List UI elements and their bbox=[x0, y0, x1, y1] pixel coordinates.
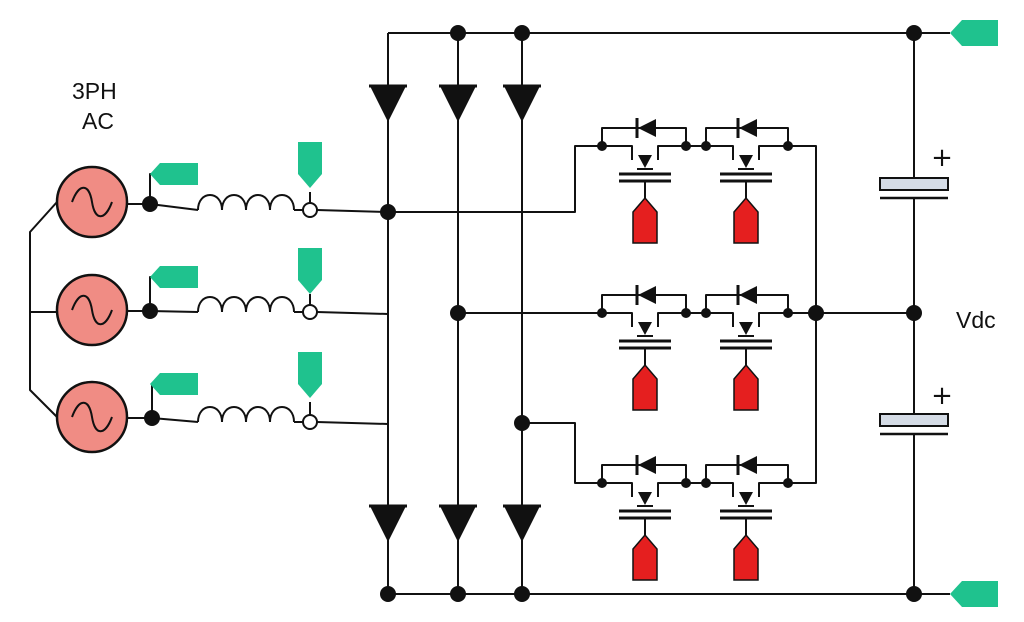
switch-wire bbox=[706, 145, 734, 160]
switch-wire bbox=[706, 482, 734, 497]
capacitor-polarity-mark: + bbox=[931, 143, 953, 173]
phase-c-tap bbox=[522, 422, 602, 484]
components: ++ bbox=[55, 20, 998, 607]
inductor-icon bbox=[197, 194, 295, 211]
gate-drive-icon bbox=[632, 363, 658, 411]
diode-icon bbox=[739, 119, 757, 137]
gate-drive-icon bbox=[733, 533, 759, 581]
junction-dot bbox=[144, 410, 160, 426]
dc-sense-tag-icon bbox=[950, 20, 998, 46]
diode-icon bbox=[504, 86, 540, 122]
junction-dot bbox=[906, 586, 922, 602]
gate-drive-icon bbox=[632, 533, 658, 581]
sense-tag-icon bbox=[298, 142, 322, 188]
body-diode-icon bbox=[739, 492, 753, 505]
sense-tag-icon bbox=[298, 248, 322, 294]
phase-wire bbox=[149, 203, 199, 211]
junction-dot bbox=[380, 586, 396, 602]
junction-dot bbox=[597, 308, 607, 318]
diode-icon bbox=[638, 119, 656, 137]
sine-wave-icon bbox=[71, 186, 113, 218]
gate-drive-icon bbox=[632, 196, 658, 244]
junction-dot bbox=[681, 141, 691, 151]
switch-wire bbox=[758, 145, 788, 160]
phase-a-tap bbox=[388, 145, 602, 213]
sine-wave-icon bbox=[71, 294, 113, 326]
sense-node bbox=[302, 202, 318, 218]
dc-sense-tag-icon bbox=[950, 581, 998, 607]
gate-drive-icon bbox=[733, 363, 759, 411]
phase-wire bbox=[316, 421, 389, 425]
diode-icon bbox=[440, 86, 476, 122]
junction-dot bbox=[450, 586, 466, 602]
switch-wire bbox=[602, 145, 633, 160]
junction-dot bbox=[142, 196, 158, 212]
diode-icon bbox=[370, 506, 406, 542]
sense-tag-icon bbox=[150, 266, 198, 288]
junction-dot bbox=[701, 141, 711, 151]
switch-wire bbox=[602, 312, 633, 327]
inductor-icon bbox=[197, 296, 295, 313]
junction-dot bbox=[783, 141, 793, 151]
switch-wire bbox=[657, 482, 686, 497]
sense-node bbox=[302, 304, 318, 320]
junction-dot bbox=[701, 478, 711, 488]
junction-dot bbox=[514, 415, 530, 431]
sense-tag-icon bbox=[150, 163, 198, 185]
gate-drive-icon bbox=[733, 196, 759, 244]
capacitor-plate bbox=[879, 413, 949, 427]
body-diode-icon bbox=[638, 322, 652, 335]
junction-dot bbox=[783, 308, 793, 318]
source-label-line2: AC bbox=[82, 108, 114, 134]
capacitor-plate bbox=[879, 177, 949, 191]
junction-dot bbox=[597, 141, 607, 151]
sense-node bbox=[302, 414, 318, 430]
sense-tag-icon bbox=[298, 352, 322, 398]
junction-dot bbox=[681, 478, 691, 488]
junction-dot bbox=[597, 478, 607, 488]
wires bbox=[29, 32, 950, 595]
body-diode-icon bbox=[739, 155, 753, 168]
diode-icon bbox=[739, 456, 757, 474]
diode-icon bbox=[739, 286, 757, 304]
junction-dot bbox=[380, 204, 396, 220]
diode-icon bbox=[504, 506, 540, 542]
switch-wire bbox=[657, 145, 686, 160]
source-label-line1: 3PH bbox=[72, 78, 117, 104]
diode-icon bbox=[638, 456, 656, 474]
sense-tag-icon bbox=[150, 373, 198, 395]
neutral-wire bbox=[29, 201, 58, 418]
body-diode-icon bbox=[638, 492, 652, 505]
sine-wave-icon bbox=[71, 401, 113, 433]
vdc-label: Vdc bbox=[956, 307, 996, 333]
junction-dot bbox=[514, 25, 530, 41]
junction-dot bbox=[450, 25, 466, 41]
junction-dot bbox=[681, 308, 691, 318]
junction-dot bbox=[701, 308, 711, 318]
phase-wire bbox=[149, 310, 199, 313]
switch-wire bbox=[758, 482, 788, 497]
diode-icon bbox=[370, 86, 406, 122]
phase-wire bbox=[316, 209, 389, 213]
inductor-icon bbox=[197, 406, 295, 423]
diode-icon bbox=[440, 506, 476, 542]
body-diode-icon bbox=[739, 322, 753, 335]
phase-wire bbox=[316, 311, 389, 315]
capacitor-polarity-mark: + bbox=[931, 381, 953, 411]
body-diode-icon bbox=[638, 155, 652, 168]
junction-dot bbox=[142, 303, 158, 319]
junction-dot bbox=[808, 305, 824, 321]
switch-wire bbox=[706, 312, 734, 327]
junction-dot bbox=[514, 586, 530, 602]
junction-dot bbox=[783, 478, 793, 488]
diode-icon bbox=[638, 286, 656, 304]
switch-wire bbox=[758, 312, 788, 327]
junction-dot bbox=[450, 305, 466, 321]
junction-dot bbox=[906, 25, 922, 41]
junction-dot bbox=[906, 305, 922, 321]
switch-wire bbox=[657, 312, 686, 327]
switch-wire bbox=[602, 482, 633, 497]
